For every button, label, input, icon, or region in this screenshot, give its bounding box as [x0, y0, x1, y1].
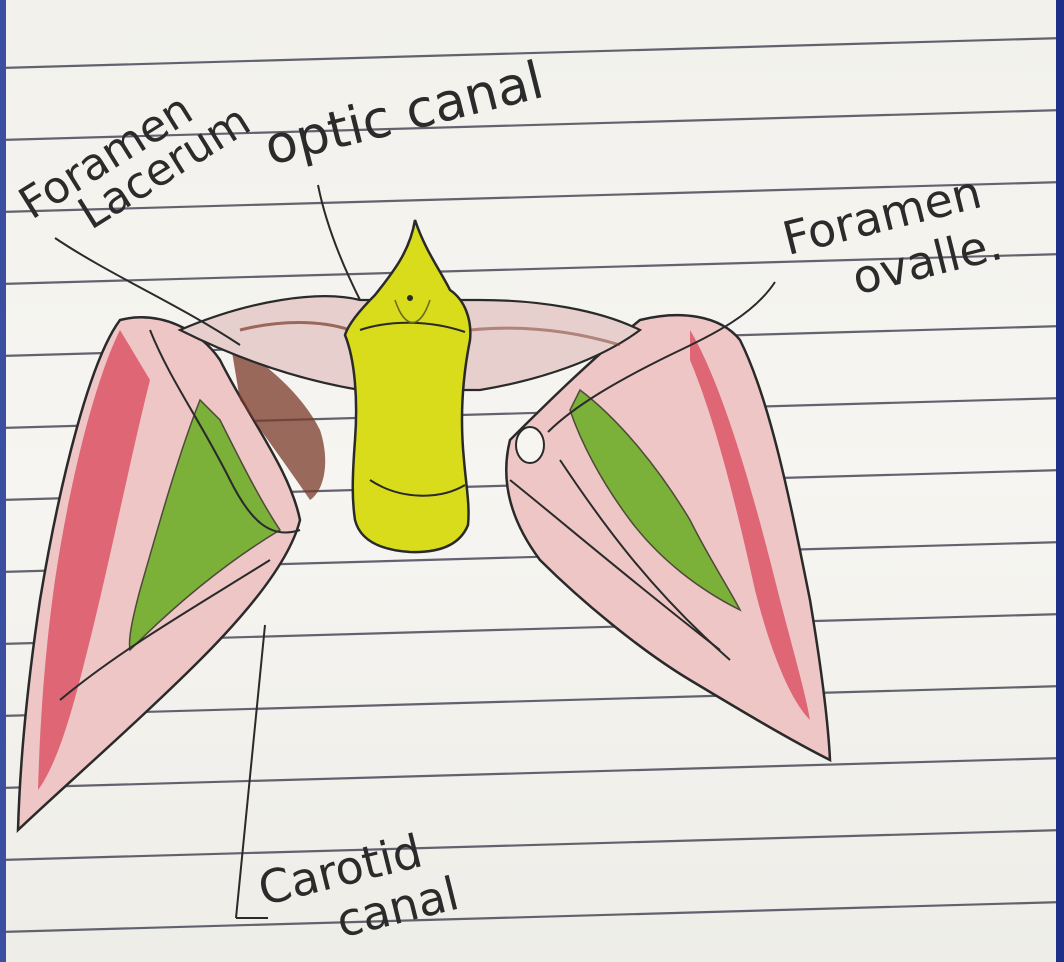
left-greater-wing	[18, 317, 325, 830]
ruled-line	[0, 758, 1064, 788]
label-optic-canal: optic canal	[259, 51, 550, 178]
page-margin-edge	[0, 0, 6, 962]
foramen-ovale-hole	[516, 427, 544, 463]
right-greater-wing	[506, 315, 830, 760]
page-right-edge	[1056, 0, 1064, 962]
ruled-line	[0, 830, 1064, 860]
label-foramen-ovale: Foramen ovalle.	[777, 163, 1007, 320]
sphenoid-body	[345, 220, 470, 552]
label-foramen-lacerum: Foramen Lacerum	[10, 61, 259, 264]
label-carotid-canal: Carotid canal	[253, 818, 464, 962]
ruled-line	[0, 902, 1064, 932]
